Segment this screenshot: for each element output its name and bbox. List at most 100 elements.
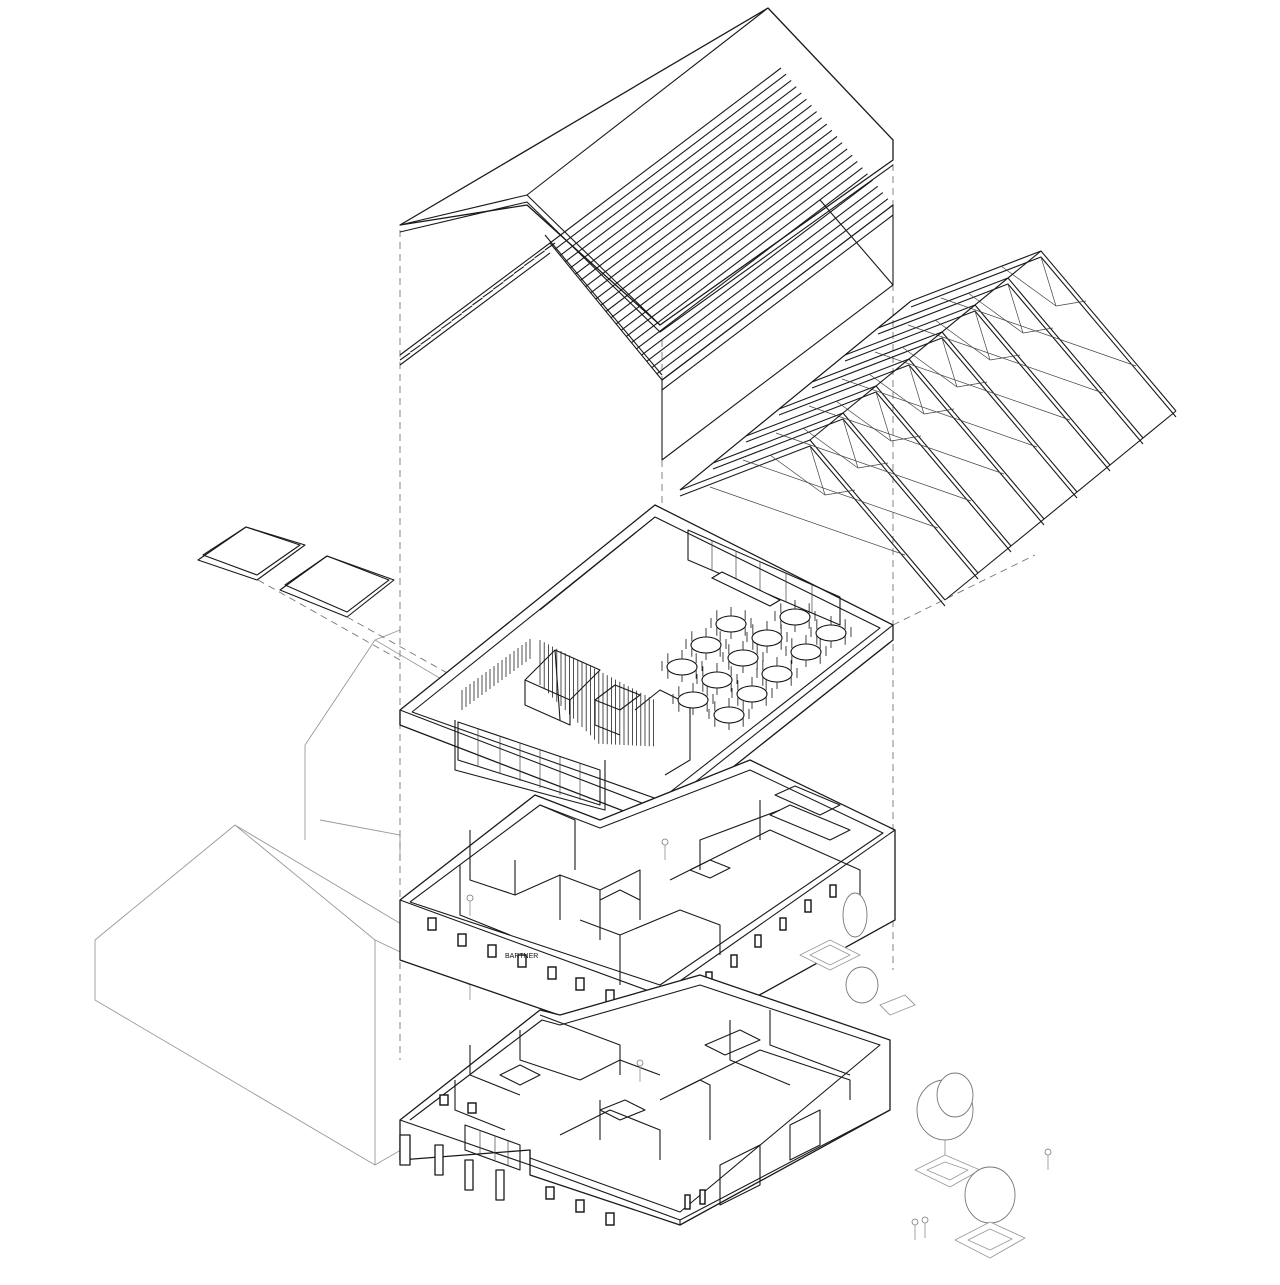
batten (564, 86, 797, 263)
person-4 (636, 1059, 644, 1082)
truss-tie (709, 486, 906, 556)
round-table (672, 683, 714, 715)
batten (534, 250, 545, 259)
window (547, 966, 557, 980)
batten (646, 185, 879, 362)
tree-planter-bottom-2 (954, 1166, 1026, 1259)
batten (492, 281, 504, 290)
floating-panels (197, 526, 395, 618)
middle-floor-sign: BARTNER (505, 953, 538, 960)
tree-planter-bottom-1 (914, 1072, 981, 1188)
round-table (746, 621, 788, 653)
window (545, 1186, 555, 1200)
window (517, 954, 527, 968)
truss-king (1040, 256, 1057, 307)
batten (580, 104, 812, 281)
batten (620, 154, 853, 331)
eave-beam-left (679, 300, 912, 491)
roof-battens (399, 67, 894, 461)
window (779, 917, 787, 931)
truss-web (956, 381, 988, 388)
truss-web (857, 462, 889, 469)
window (439, 1094, 449, 1106)
table-top (690, 636, 722, 654)
tree-planter-top (799, 892, 916, 1016)
table-top (779, 608, 811, 626)
table-top (701, 671, 733, 689)
round-table (685, 628, 727, 660)
batten (615, 148, 848, 325)
batten (420, 336, 432, 345)
window (684, 1194, 691, 1210)
truss-web (1000, 265, 1057, 307)
batten (441, 321, 452, 330)
batten (656, 198, 889, 375)
round-table (774, 600, 816, 632)
truss-king (809, 445, 826, 496)
hatched-partition (461, 639, 654, 747)
truss-web (967, 292, 1024, 334)
table-top (761, 665, 793, 683)
window (730, 954, 738, 968)
truss-tie (841, 378, 1038, 448)
ridge-beam (809, 250, 1042, 441)
long-table (710, 571, 782, 607)
battens-left (399, 242, 556, 361)
batten (451, 313, 463, 322)
ground-interior-walls (454, 1010, 851, 1160)
window (427, 917, 437, 931)
truss-king (941, 337, 958, 388)
batten (472, 297, 483, 306)
batten (651, 192, 884, 368)
batten (610, 142, 843, 319)
round-table (708, 698, 750, 730)
round-table (710, 607, 752, 639)
truss-king (875, 391, 892, 442)
battens-right (549, 67, 894, 381)
truss-web (890, 435, 922, 442)
batten (549, 67, 782, 244)
round-table (661, 650, 703, 682)
batten (631, 167, 863, 344)
table-top (727, 649, 759, 667)
batten (461, 305, 473, 314)
table-top (713, 706, 745, 724)
round-table (756, 657, 798, 689)
round-table (810, 616, 852, 648)
batten (575, 98, 807, 275)
upper-floor-hall (399, 504, 894, 826)
glazing-left (457, 721, 601, 806)
batten (399, 352, 411, 361)
batten (605, 136, 838, 312)
truss-web (901, 346, 958, 388)
truss-king (974, 310, 991, 361)
batten (482, 289, 494, 298)
truss-tie (742, 459, 939, 529)
window (467, 1102, 477, 1114)
window (829, 884, 837, 898)
truss-web (835, 400, 892, 442)
truss-king (1007, 283, 1024, 334)
batten (410, 344, 421, 353)
person-2 (911, 1218, 919, 1240)
truss-web (1055, 300, 1087, 307)
table-top (790, 643, 822, 661)
roof-trusses (679, 250, 1177, 607)
person-3 (921, 1216, 929, 1238)
batten (523, 258, 535, 267)
truss-tie (808, 405, 1005, 475)
window (457, 933, 467, 947)
batten (430, 328, 442, 337)
batten (595, 123, 828, 300)
batten (503, 273, 514, 282)
truss-rafter (712, 412, 979, 574)
people (466, 838, 1052, 1240)
round-table (722, 641, 764, 673)
window (754, 934, 762, 948)
table-top (715, 615, 747, 633)
round-table (696, 663, 738, 695)
truss-web (802, 427, 859, 469)
person-1 (1044, 1148, 1052, 1170)
